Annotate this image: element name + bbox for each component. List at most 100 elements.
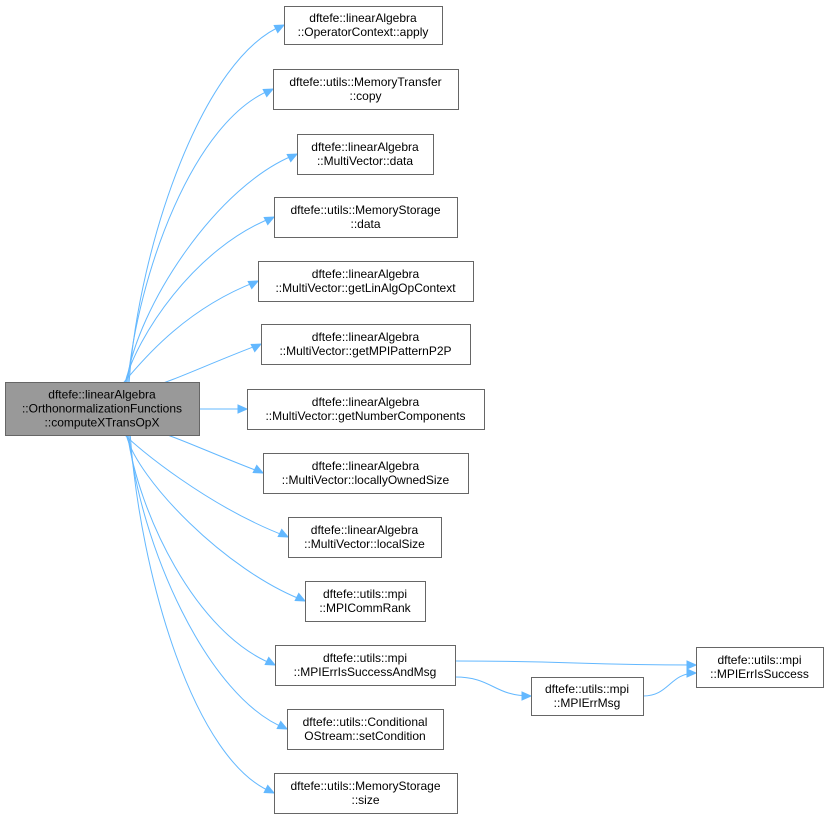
node-box <box>287 709 444 750</box>
node-box <box>274 773 458 814</box>
node-label-line: ::size <box>351 793 379 807</box>
node-label-line: dftefe::linearAlgebra <box>312 330 420 344</box>
edge-root-to-lsize <box>124 434 290 538</box>
node-label-line: ::MultiVector::locallyOwnedSize <box>282 473 450 487</box>
edge-line <box>127 88 274 383</box>
edge-line <box>128 24 285 383</box>
arrowhead-icon <box>286 153 299 163</box>
edge-line <box>124 216 275 383</box>
node-box <box>261 324 471 365</box>
node-label-line: ::MultiVector::getLinAlgOpContext <box>275 281 456 295</box>
nodes-layer: dftefe::linearAlgebra::Orthonormalizatio… <box>5 6 824 814</box>
edges-layer <box>122 24 698 794</box>
node-box <box>258 261 474 302</box>
node-label-line: dftefe::linearAlgebra <box>309 11 417 25</box>
node-label-line: dftefe::utils::mpi <box>717 653 801 667</box>
node-label-line: dftefe::linearAlgebra <box>312 395 420 409</box>
arrowhead-icon <box>263 216 276 226</box>
node-label-line: ::MPIErrIsSuccess <box>710 667 809 681</box>
edge-root-to-errmsg_ok <box>127 434 277 666</box>
arrowhead-icon <box>276 720 289 730</box>
edge-root-to-getctx <box>123 280 260 383</box>
node-box <box>531 677 644 716</box>
node-label-line: ::MPICommRank <box>319 601 411 615</box>
node-label-line: ::MPIErrIsSuccessAndMsg <box>294 665 437 679</box>
node-label-line: ::MPIErrMsg <box>554 696 621 710</box>
node-label-line: dftefe::linearAlgebra <box>311 523 419 537</box>
edge-line <box>127 434 276 666</box>
node-label-line: dftefe::utils::mpi <box>545 682 629 696</box>
node-box <box>305 581 426 622</box>
arrowhead-icon <box>252 464 265 474</box>
node-mvdata[interactable]: dftefe::linearAlgebra::MultiVector::data <box>297 134 434 175</box>
edge-root-to-apply <box>128 24 286 383</box>
node-copy[interactable]: dftefe::utils::MemoryTransfer::copy <box>273 69 459 110</box>
edge-root-to-mvdata <box>126 153 299 383</box>
node-label-line: dftefe::linearAlgebra <box>312 267 420 281</box>
node-label-line: ::MultiVector::getMPIPatternP2P <box>279 344 451 358</box>
arrowhead-icon <box>277 528 290 538</box>
arrowhead-icon <box>263 784 276 794</box>
node-setcond[interactable]: dftefe::utils::ConditionalOStream::setCo… <box>287 709 444 750</box>
arrowhead-icon <box>250 343 263 353</box>
edge-line <box>126 153 298 383</box>
node-label-line: ::MultiVector::data <box>317 154 413 168</box>
node-mssize[interactable]: dftefe::utils::MemoryStorage::size <box>274 773 458 814</box>
edge-line <box>128 434 288 730</box>
arrowhead-icon <box>264 656 277 666</box>
node-label-line: ::computeXTransOpX <box>45 416 160 430</box>
arrowhead-icon <box>521 691 533 701</box>
node-box <box>263 453 469 494</box>
arrowhead-icon <box>262 88 275 98</box>
node-label-line: dftefe::utils::mpi <box>323 587 407 601</box>
node-box <box>284 6 443 45</box>
node-label-line: dftefe::utils::MemoryStorage <box>290 779 440 793</box>
edge-line <box>454 676 532 697</box>
node-box <box>297 134 434 175</box>
node-label-line: dftefe::linearAlgebra <box>311 140 419 154</box>
node-label-line: dftefe::utils::mpi <box>323 651 407 665</box>
node-errmsg_ok[interactable]: dftefe::utils::mpi::MPIErrIsSuccessAndMs… <box>275 645 456 686</box>
node-box <box>288 517 442 558</box>
node-label-line: ::MultiVector::getNumberComponents <box>265 409 465 423</box>
arrowhead-icon <box>273 24 286 34</box>
edge-errmsg_ok-to-errmsg <box>454 676 533 701</box>
node-box <box>696 647 824 688</box>
node-label-line: dftefe::utils::Conditional <box>303 715 428 729</box>
arrowhead-icon <box>237 404 249 414</box>
node-box <box>5 382 200 436</box>
node-box <box>273 69 459 110</box>
arrowhead-icon <box>294 592 307 602</box>
edge-root-to-copy <box>127 88 275 383</box>
node-errok[interactable]: dftefe::utils::mpi::MPIErrIsSuccess <box>696 647 824 688</box>
node-box <box>247 389 485 430</box>
node-errmsg[interactable]: dftefe::utils::mpi::MPIErrMsg <box>531 677 644 716</box>
node-getpattern[interactable]: dftefe::linearAlgebra::MultiVector::getM… <box>261 324 471 365</box>
node-lsize[interactable]: dftefe::linearAlgebra::MultiVector::loca… <box>288 517 442 558</box>
node-lowned[interactable]: dftefe::linearAlgebra::MultiVector::loca… <box>263 453 469 494</box>
node-commrank[interactable]: dftefe::utils::mpi::MPICommRank <box>305 581 426 622</box>
edge-line <box>124 434 289 538</box>
node-label-line: ::OperatorContext::apply <box>298 25 429 39</box>
node-label-line: ::OrthonormalizationFunctions <box>22 402 182 416</box>
edge-line <box>454 660 697 666</box>
edge-errmsg-to-errok <box>642 668 698 697</box>
node-label-line: dftefe::linearAlgebra <box>48 388 156 402</box>
edge-errmsg_ok-to-errok <box>454 660 698 670</box>
node-root[interactable]: dftefe::linearAlgebra::Orthonormalizatio… <box>5 382 200 436</box>
node-apply[interactable]: dftefe::linearAlgebra::OperatorContext::… <box>284 6 443 45</box>
node-label-line: ::data <box>350 217 380 231</box>
edge-line <box>123 280 259 383</box>
edge-line <box>125 434 306 602</box>
node-label-line: OStream::setCondition <box>304 729 425 743</box>
edge-line <box>129 434 275 794</box>
edge-root-to-getncomp <box>199 404 249 414</box>
node-getncomp[interactable]: dftefe::linearAlgebra::MultiVector::getN… <box>247 389 485 430</box>
node-box <box>274 197 458 238</box>
node-getctx[interactable]: dftefe::linearAlgebra::MultiVector::getL… <box>258 261 474 302</box>
node-msdata[interactable]: dftefe::utils::MemoryStorage::data <box>274 197 458 238</box>
node-label-line: dftefe::utils::MemoryStorage <box>290 203 440 217</box>
arrowhead-icon <box>686 660 698 670</box>
edge-root-to-setcond <box>128 434 289 730</box>
